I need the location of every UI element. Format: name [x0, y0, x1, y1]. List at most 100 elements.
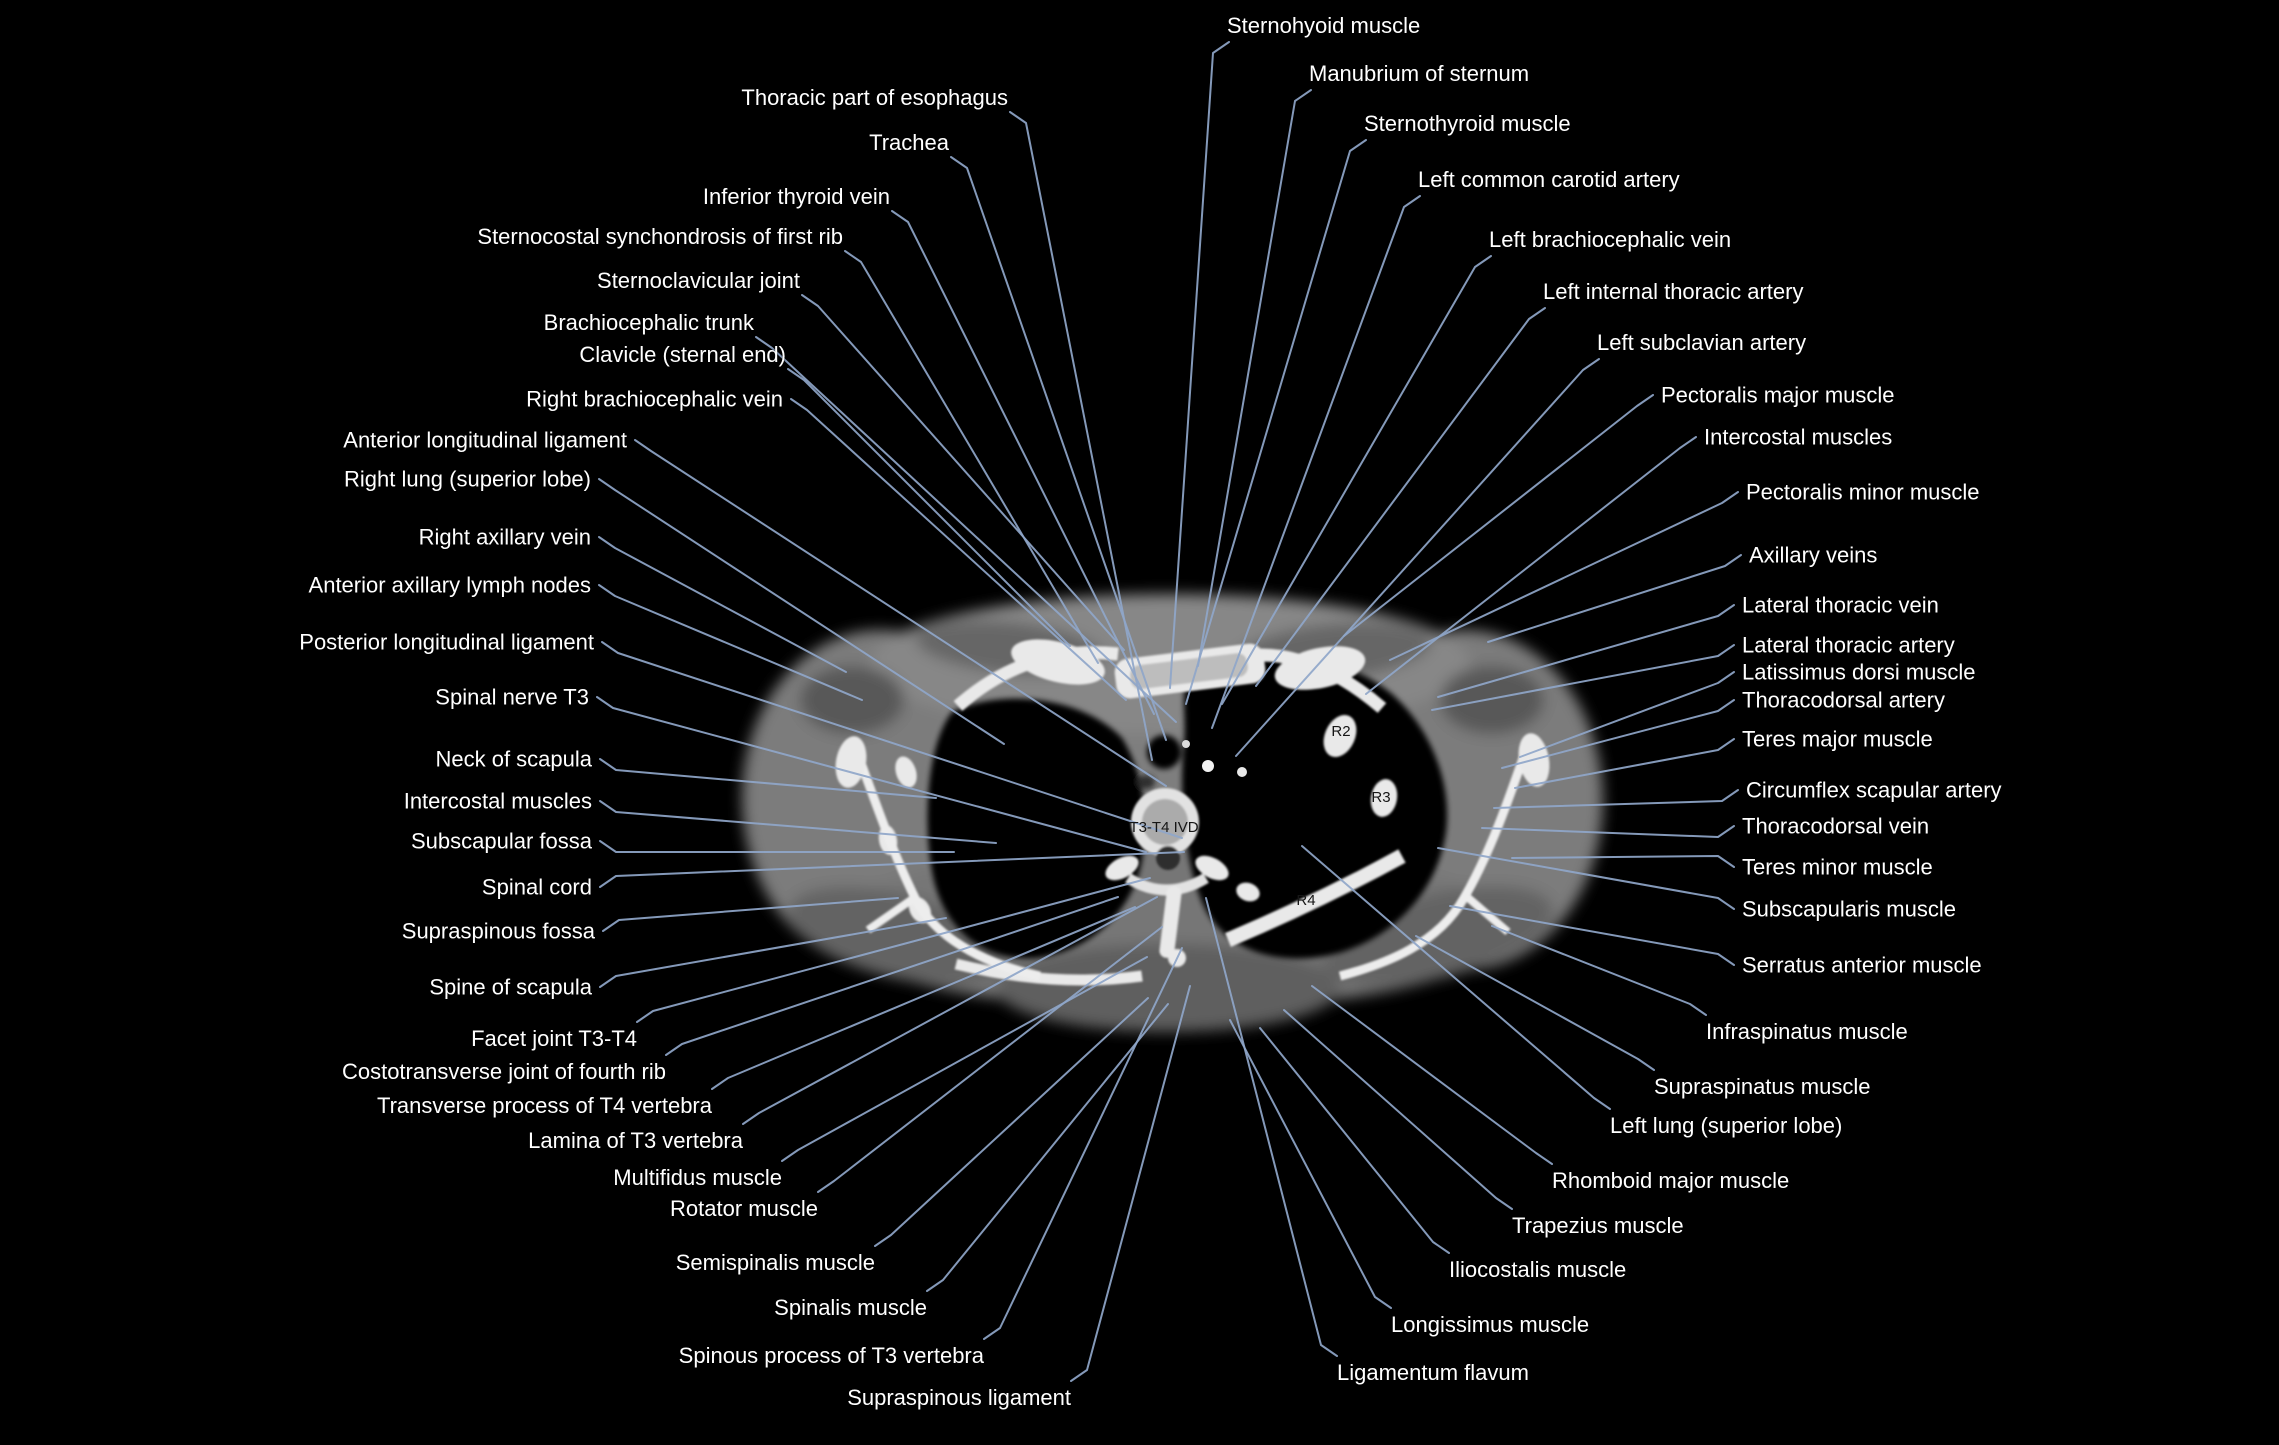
label-line: [634, 439, 1167, 787]
ct-spinous-process: [1159, 886, 1182, 958]
ct-inline-label: R2: [1331, 723, 1350, 740]
ct-vertebral-core: [1142, 799, 1188, 845]
ct-rib-r4: [1225, 849, 1406, 947]
label-line: [1311, 985, 1553, 1165]
ct-first-rib-right: [953, 646, 1119, 711]
label-line: [602, 897, 899, 932]
label-line: [1491, 925, 1707, 1016]
ct-axial-slice: [742, 594, 1603, 1032]
ct-rib-r3: [1370, 779, 1398, 817]
anatomy-label: Multifidus muscle: [613, 1165, 782, 1190]
label-line: [1487, 554, 1742, 643]
anatomy-label: Sternocostal synchondrosis of first rib: [477, 224, 843, 249]
anatomy-label: Left brachiocephalic vein: [1489, 227, 1732, 252]
anatomy-label: Lateral thoracic vein: [1742, 592, 1939, 618]
ct-inline-label: R4: [1296, 892, 1315, 909]
label-line: [596, 696, 1147, 853]
label-line: [781, 956, 1148, 1162]
label-line: [1365, 436, 1697, 695]
label-line: [1501, 699, 1735, 769]
anatomy-label: Facet joint T3-T4: [471, 1026, 637, 1051]
anatomy-label: Intercostal muscles: [403, 788, 592, 814]
anatomy-label: Spinalis muscle: [774, 1295, 927, 1320]
anatomy-label: Pectoralis major muscle: [1661, 382, 1895, 408]
label-line: [599, 840, 955, 853]
label-line: [801, 294, 1125, 651]
label-line: [755, 336, 1177, 723]
label-line: [598, 536, 847, 673]
label-line: [1431, 644, 1735, 711]
label-line: [1259, 1027, 1450, 1254]
ct-first-rib-left: [1245, 648, 1387, 713]
label-line: [844, 250, 1099, 664]
label-line: [1437, 847, 1735, 910]
label-line: [1481, 825, 1735, 838]
annotation-lines: [596, 41, 1742, 1382]
ct-bones: [835, 639, 1550, 986]
label-line: [1235, 358, 1600, 757]
label-line: [1221, 255, 1492, 705]
anatomy-label: Serratus anterior muscle: [1742, 952, 1982, 978]
anatomy-label: Clavicle (sternal end): [579, 342, 786, 367]
anatomy-label: Manubrium of sternum: [1309, 61, 1530, 86]
label-line: [1437, 604, 1735, 698]
ct-rib-r2: [1323, 714, 1357, 758]
label-line: [926, 1003, 1169, 1292]
ct-left-scapula: [1338, 736, 1535, 981]
label-line: [1283, 1009, 1513, 1210]
anatomy-label: Trapezius muscle: [1512, 1213, 1684, 1238]
anatomy-label: Circumflex scapular artery: [1746, 777, 2002, 803]
ct-rib-arc: [954, 958, 1143, 986]
ct-right-scapula: [849, 742, 1041, 981]
label-line: [599, 758, 937, 799]
anatomy-label: Left subclavian artery: [1597, 330, 1807, 355]
label-line: [1514, 738, 1735, 789]
anatomy-label: Infraspinatus muscle: [1706, 1019, 1908, 1044]
anatomy-label: Teres minor muscle: [1742, 854, 1933, 880]
anatomy-label: Sternoclavicular joint: [597, 268, 800, 293]
anatomy-label: Thoracic part of esophagus: [741, 85, 1008, 110]
anatomy-label: Semispinalis muscle: [675, 1250, 875, 1275]
label-line: [787, 368, 1071, 647]
ct-transverse-process: [1195, 855, 1229, 881]
label-line: [1511, 855, 1735, 868]
label-line: [1185, 139, 1367, 705]
anatomy-label: Longissimus muscle: [1391, 1312, 1590, 1337]
label-line: [711, 906, 1136, 1090]
anatomy-label: Right brachiocephalic vein: [526, 386, 783, 412]
label-line: [742, 896, 1158, 1125]
label-line: [790, 398, 1127, 701]
anatomy-label: Left internal thoracic artery: [1543, 279, 1804, 304]
anatomy-label: Anterior longitudinal ligament: [343, 427, 627, 453]
anatomy-label: Supraspinatus muscle: [1654, 1074, 1871, 1099]
anatomy-label: Lamina of T3 vertebra: [528, 1128, 743, 1153]
ct-rib-section: [895, 756, 917, 788]
anatomy-label: Spinal cord: [481, 874, 592, 900]
anatomy-label: Inferior thyroid vein: [702, 184, 890, 209]
anatomy-label: Sternothyroid muscle: [1364, 111, 1571, 136]
label-line: [601, 641, 1183, 839]
label-line: [599, 800, 997, 844]
label-line: [874, 997, 1149, 1247]
anatomy-label: Supraspinous ligament: [847, 1385, 1071, 1410]
label-line: [1493, 789, 1739, 809]
anatomy-label: Pectoralis minor muscle: [1746, 479, 1980, 505]
label-line: [817, 926, 1163, 1193]
label-line: [599, 917, 947, 988]
ct-manubrium-core: [1130, 653, 1248, 690]
ct-vessels: [1182, 740, 1247, 777]
label-line: [598, 478, 1005, 745]
anatomy-label: Right axillary vein: [418, 524, 591, 550]
label-line: [1301, 845, 1611, 1110]
label-line: [599, 851, 1185, 888]
anatomy-label: Rhomboid major muscle: [1552, 1168, 1790, 1193]
anatomy-label: Trachea: [869, 130, 949, 155]
label-line: [665, 896, 1119, 1056]
anatomy-label: Sternohyoid muscle: [1227, 13, 1421, 38]
label-line: [1009, 111, 1153, 761]
ct-inline-label: T3-T4 IVD: [1129, 819, 1198, 836]
anatomy-label: Left common carotid artery: [1418, 167, 1680, 192]
